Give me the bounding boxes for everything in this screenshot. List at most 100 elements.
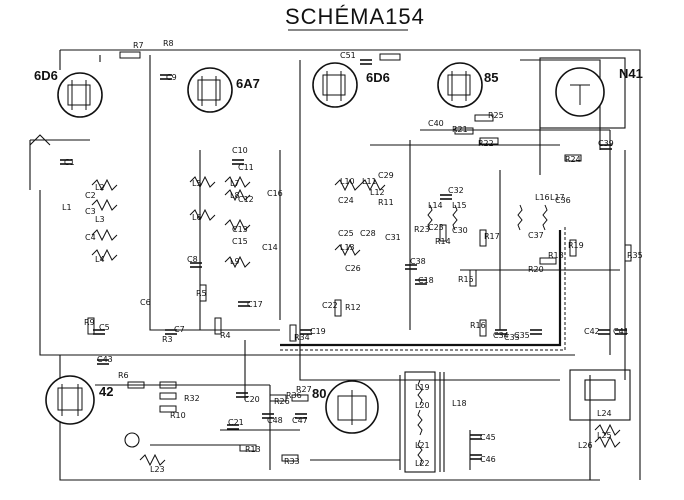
label-c40: C40 bbox=[428, 119, 444, 128]
label-c43: C43 bbox=[97, 355, 113, 364]
tube-6a7-converter bbox=[187, 67, 233, 113]
label-l13: L13 bbox=[340, 243, 355, 252]
label-r18: R18 bbox=[548, 251, 564, 260]
label-l16: L16 bbox=[535, 193, 550, 202]
label-c3: C3 bbox=[85, 207, 96, 216]
label-l25: L25 bbox=[597, 431, 612, 440]
label-r3: R3 bbox=[162, 335, 173, 344]
label-r10: R10 bbox=[170, 411, 186, 420]
label-c9: C9 bbox=[166, 73, 177, 82]
label-c25: C25 bbox=[338, 229, 354, 238]
coils bbox=[91, 175, 621, 467]
label-c38: C38 bbox=[410, 257, 426, 266]
label-r14: R14 bbox=[435, 237, 451, 246]
label-r22: R22 bbox=[478, 139, 494, 148]
label-c8: C8 bbox=[187, 255, 198, 264]
label-r9: R9 bbox=[84, 318, 95, 327]
frame-wires bbox=[29, 49, 641, 481]
label-r17: R17 bbox=[484, 232, 500, 241]
label-r33: R33 bbox=[284, 457, 300, 466]
tube-label-n41: N41 bbox=[619, 66, 643, 81]
label-r20: R20 bbox=[528, 265, 544, 274]
label-c48: C48 bbox=[267, 416, 283, 425]
label-c26: C26 bbox=[345, 264, 361, 273]
tube-label-80: 80 bbox=[312, 386, 326, 401]
power-transformer bbox=[404, 371, 445, 473]
label-r11: R11 bbox=[378, 198, 394, 207]
label-l12: L12 bbox=[370, 188, 385, 197]
label-r7: R7 bbox=[133, 41, 144, 50]
speaker-field-box bbox=[569, 369, 631, 421]
label-c42: C42 bbox=[584, 327, 600, 336]
tube-80-rectifier bbox=[325, 380, 379, 434]
label-l4: L4 bbox=[95, 255, 105, 264]
label-l14: L14 bbox=[428, 201, 443, 210]
label-r32: R32 bbox=[184, 394, 200, 403]
label-l8: L8 bbox=[230, 191, 240, 200]
label-c5: C5 bbox=[99, 323, 110, 332]
label-l11: L11 bbox=[362, 177, 377, 186]
label-c1: C1 bbox=[64, 158, 75, 167]
label-c17: C17 bbox=[247, 300, 263, 309]
label-c11: C11 bbox=[238, 163, 254, 172]
component-labels: R7 R8 C9 C51 C10 C1 L1 L2 L3 L4 C2 C3 C4… bbox=[62, 39, 643, 474]
label-c24: C24 bbox=[338, 196, 354, 205]
label-c39: C39 bbox=[598, 139, 614, 148]
tube-label-85: 85 bbox=[484, 70, 498, 85]
label-c33: C33 bbox=[504, 333, 520, 342]
label-l3: L3 bbox=[95, 215, 105, 224]
label-c31: C31 bbox=[385, 233, 401, 242]
label-r21: R21 bbox=[452, 125, 468, 134]
label-r13: R13 bbox=[245, 445, 261, 454]
label-c13: C13 bbox=[232, 225, 248, 234]
label-c41: C41 bbox=[613, 327, 629, 336]
label-r19: R19 bbox=[568, 241, 584, 250]
tube-label-6d6-a: 6D6 bbox=[34, 68, 58, 83]
label-r26: R26 bbox=[274, 397, 290, 406]
tube-6d6-rf bbox=[57, 72, 103, 118]
tube-42-output bbox=[45, 375, 95, 425]
tube-label-6a7: 6A7 bbox=[236, 76, 260, 91]
label-l21: L21 bbox=[415, 441, 430, 450]
label-l26: L26 bbox=[578, 441, 593, 450]
antenna bbox=[29, 134, 51, 146]
label-r35: R35 bbox=[627, 251, 643, 260]
label-c10: C10 bbox=[232, 146, 248, 155]
label-l2: L2 bbox=[95, 183, 105, 192]
label-c35: C35 bbox=[514, 331, 530, 340]
label-r24: R24 bbox=[565, 155, 581, 164]
label-r4: R4 bbox=[220, 331, 231, 340]
label-r34: R34 bbox=[294, 333, 310, 342]
label-l10: L10 bbox=[340, 177, 355, 186]
tube-85-detector bbox=[437, 62, 483, 108]
label-l15: L15 bbox=[452, 201, 467, 210]
label-c45: C45 bbox=[480, 433, 496, 442]
label-r36: R36 bbox=[286, 391, 302, 400]
label-r5: R5 bbox=[196, 289, 207, 298]
label-r25: R25 bbox=[488, 111, 504, 120]
label-c30: C30 bbox=[452, 226, 468, 235]
tube-label-42: 42 bbox=[99, 384, 113, 399]
label-l9: L9 bbox=[230, 257, 240, 266]
resistors bbox=[87, 51, 632, 462]
diagram-title: SCHÉMA154 bbox=[285, 4, 425, 29]
label-r8: R8 bbox=[163, 39, 174, 48]
label-l7: L7 bbox=[230, 179, 240, 188]
label-r16: R16 bbox=[470, 321, 486, 330]
label-l20: L20 bbox=[415, 401, 430, 410]
label-r27: R27 bbox=[296, 385, 312, 394]
label-l5: L5 bbox=[192, 179, 202, 188]
label-c12: C12 bbox=[238, 195, 254, 204]
label-c6: C6 bbox=[140, 298, 151, 307]
label-r6: R6 bbox=[118, 371, 129, 380]
label-r12: R12 bbox=[345, 303, 361, 312]
ground-symbol bbox=[580, 470, 600, 481]
label-c29: C29 bbox=[378, 171, 394, 180]
label-c32: C32 bbox=[448, 186, 464, 195]
label-c37: C37 bbox=[528, 231, 544, 240]
label-l24: L24 bbox=[597, 409, 612, 418]
label-l18: L18 bbox=[452, 399, 467, 408]
label-c19: C19 bbox=[310, 327, 326, 336]
tube-6d6-if bbox=[312, 62, 358, 108]
